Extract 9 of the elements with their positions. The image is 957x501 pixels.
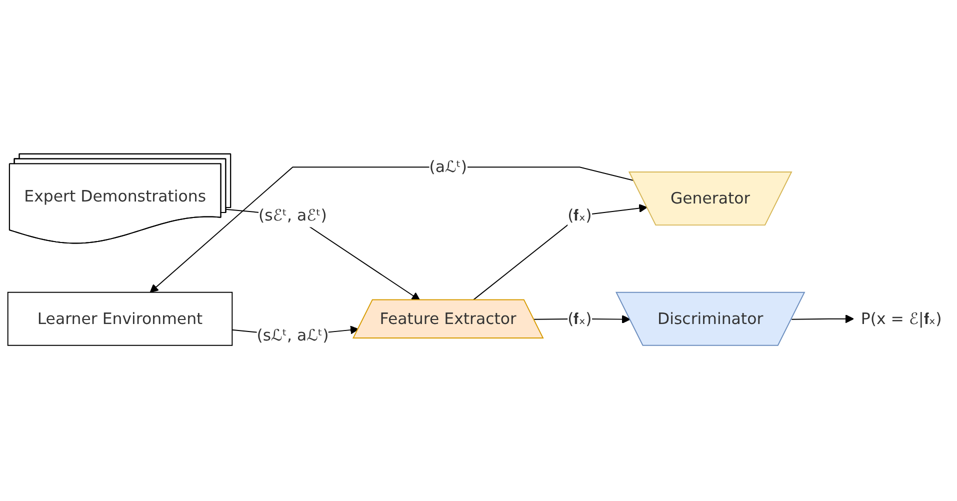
arrow bbox=[150, 166, 634, 292]
edge-label: (aℒᵗ) bbox=[429, 157, 468, 176]
node-text: P(x = ℰ|𝐟ₓ) bbox=[860, 308, 942, 328]
edge-label: (𝐟ₓ) bbox=[568, 205, 592, 224]
arrow bbox=[791, 314, 854, 323]
edge-label: (sℰᵗ, aℰᵗ) bbox=[258, 205, 327, 224]
edge-label: (𝐟ₓ) bbox=[568, 308, 592, 328]
node-box: Learner Environment bbox=[7, 292, 233, 346]
edge-label: (sℒᵗ, aℒᵗ) bbox=[256, 326, 329, 344]
